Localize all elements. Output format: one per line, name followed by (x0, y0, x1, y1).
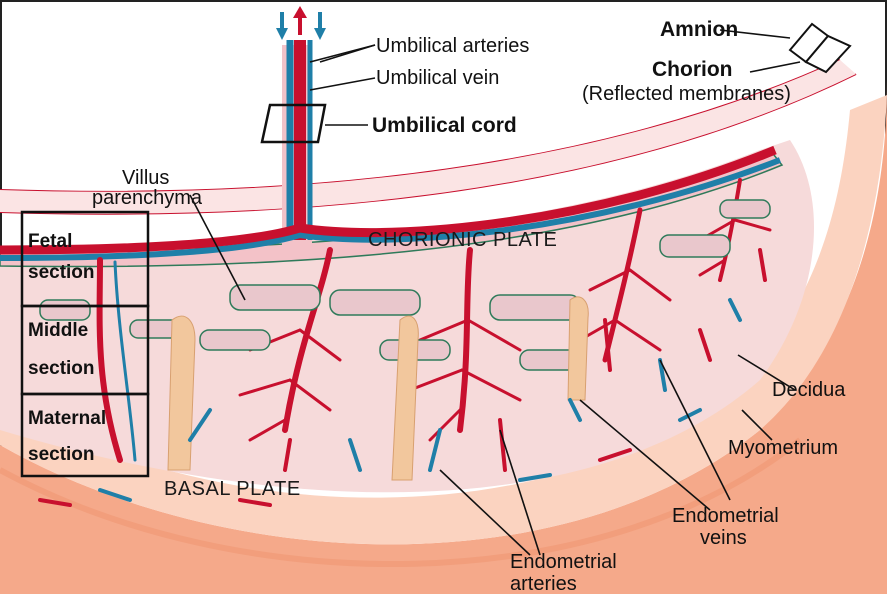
label-endometrial-veins-1: Endometrial (672, 505, 779, 527)
label-endometrial-arteries-2: arteries (510, 573, 577, 594)
label-endometrial-arteries-1: Endometrial (510, 551, 617, 573)
label-reflected-membranes: (Reflected membranes) (582, 83, 791, 105)
label-middle-section: section (28, 358, 95, 379)
label-myometrium: Myometrium (728, 437, 838, 459)
label-amnion: Amnion (660, 18, 738, 41)
label-endometrial-veins-2: veins (700, 527, 747, 549)
label-middle: Middle (28, 320, 88, 341)
label-umbilical-vein: Umbilical vein (376, 67, 499, 89)
label-chorion: Chorion (652, 58, 732, 81)
label-umbilical-arteries: Umbilical arteries (376, 35, 529, 57)
label-basal-plate: BASAL PLATE (164, 478, 301, 500)
label-umbilical-cord: Umbilical cord (372, 114, 517, 137)
label-maternal-section: section (28, 444, 95, 465)
label-fetal-section: section (28, 262, 95, 283)
label-parenchyma: parenchyma (92, 187, 203, 209)
label-chorionic-plate: CHORIONIC PLATE (368, 229, 557, 251)
label-decidua: Decidua (772, 379, 846, 401)
label-maternal: Maternal (28, 408, 106, 429)
label-fetal: Fetal (28, 231, 72, 252)
label-villus: Villus (122, 167, 169, 189)
